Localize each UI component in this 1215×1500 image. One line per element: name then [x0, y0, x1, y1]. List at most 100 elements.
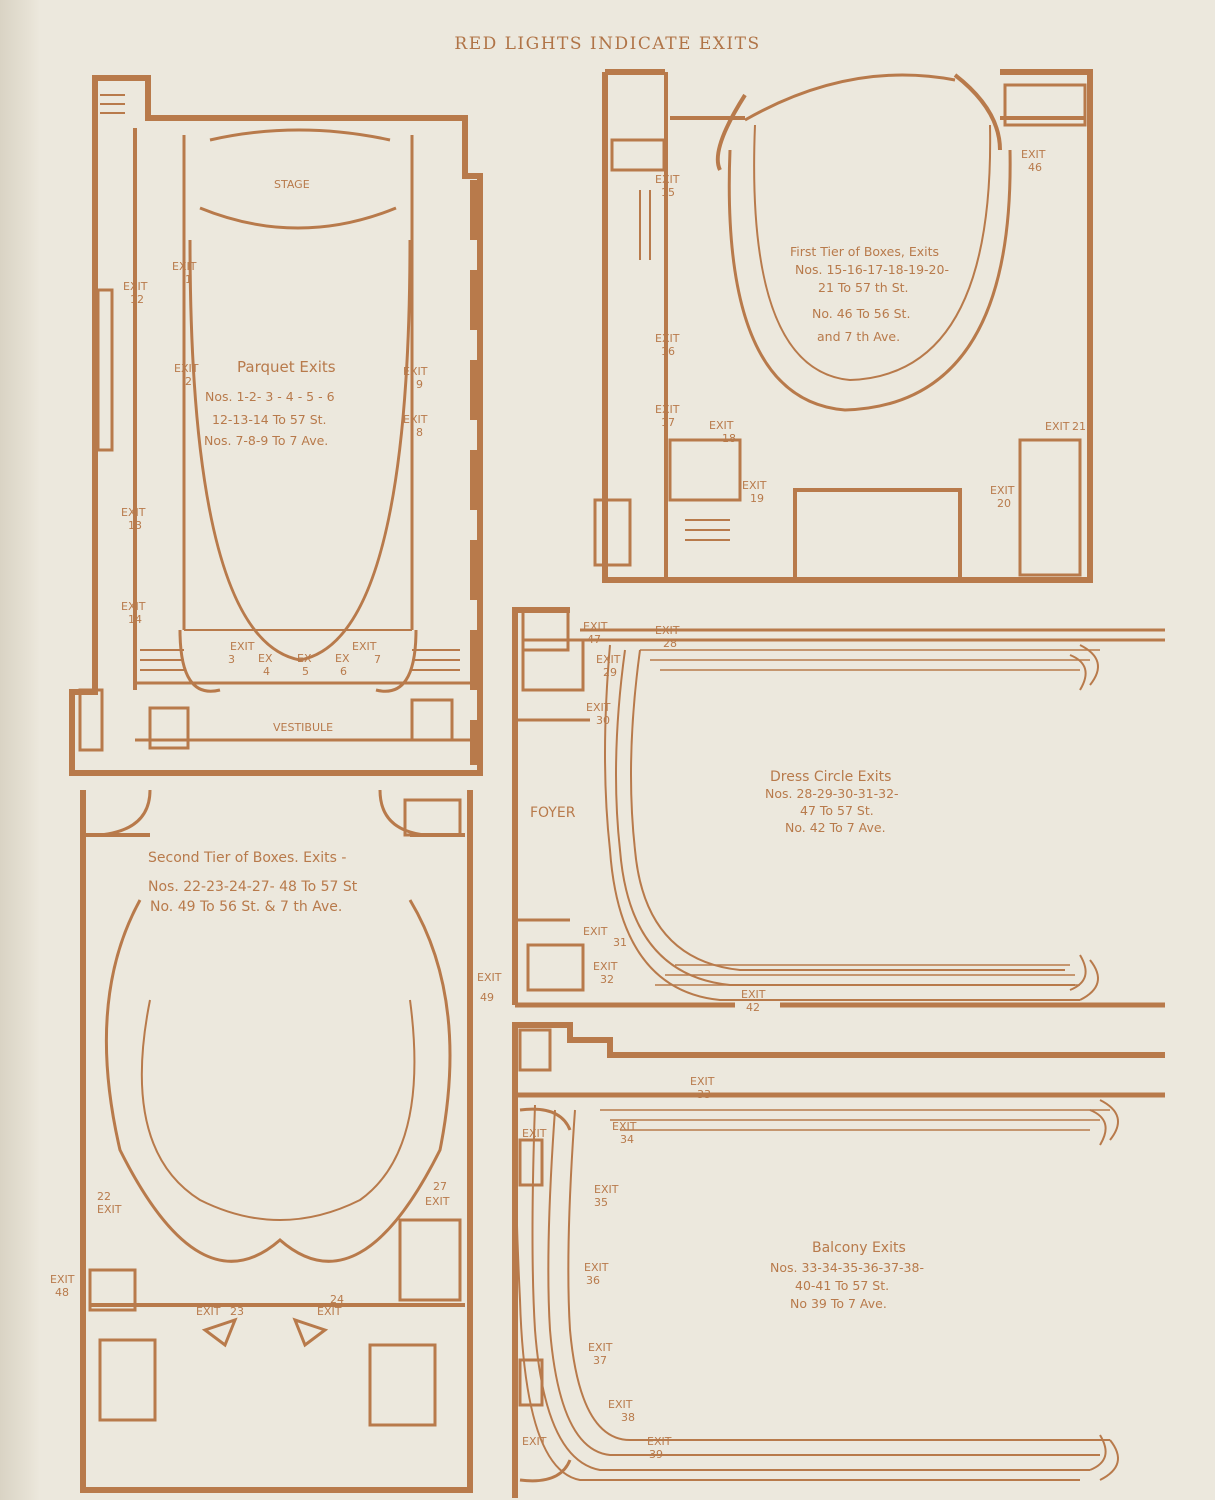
exit-number: 20: [997, 497, 1011, 510]
exit-number: 18: [722, 432, 736, 445]
exit-word: EXIT: [97, 1203, 122, 1216]
exit-number: 38: [621, 1411, 635, 1424]
exit-number: 19: [750, 492, 764, 505]
page-header: RED LIGHTS INDICATE EXITS: [454, 34, 761, 54]
first-tier-plan: [593, 69, 1093, 583]
exit-word: EXIT: [655, 332, 680, 345]
balcony-title: Balcony Exits: [812, 1240, 906, 1256]
exit-word: EXIT: [655, 624, 680, 637]
exit-number: 13: [128, 519, 142, 532]
exit-number: 29: [603, 666, 617, 679]
exit-number: 23: [230, 1305, 244, 1318]
balcony-line-3: No 39 To 7 Ave.: [790, 1296, 887, 1311]
exit-word: EXIT: [1021, 148, 1046, 161]
exit-word: EXIT: [477, 971, 502, 984]
exit-number: 3: [228, 653, 235, 666]
exit-word: EXIT: [655, 403, 680, 416]
exit-number: 12: [130, 293, 144, 306]
exit-number: 21: [1072, 420, 1086, 433]
exit-number: 17: [661, 416, 675, 429]
first-tier-line-3: No. 46 To 56 St.: [812, 306, 910, 321]
exit-word: EXIT: [121, 600, 146, 613]
exit-number: 9: [416, 378, 423, 391]
exit-word: EXIT: [583, 620, 608, 633]
exit-word: EXIT: [690, 1075, 715, 1088]
exit-number: 14: [128, 613, 142, 626]
exit-number: 8: [416, 426, 423, 439]
exit-number: 28: [663, 637, 677, 650]
dress-circle-plan: [512, 607, 1165, 1008]
vestibule-label: VESTIBULE: [273, 721, 333, 734]
exit-word: EXIT: [522, 1435, 547, 1448]
exit-word: EXIT: [588, 1341, 613, 1354]
exit-word: EXIT: [196, 1305, 221, 1318]
exit-number: 31: [613, 936, 627, 949]
exit-word: EXIT: [990, 484, 1015, 497]
balcony-line-2: 40-41 To 57 St.: [795, 1278, 889, 1293]
exit-word: EXIT: [317, 1305, 342, 1318]
exit-number: 37: [593, 1354, 607, 1367]
exit-number: 22: [97, 1190, 111, 1203]
exit-number: 7: [374, 653, 381, 666]
exit-number: 47: [587, 633, 601, 646]
first-tier-line-1: Nos. 15-16-17-18-19-20-: [795, 262, 949, 277]
exit-word: EXIT: [583, 925, 608, 938]
exit-number: 16: [661, 345, 675, 358]
exit-word: EXIT: [709, 419, 734, 432]
exit-number: 36: [586, 1274, 600, 1287]
exit-number: 6: [340, 665, 347, 678]
dress-circle-line-2: 47 To 57 St.: [800, 803, 874, 818]
exit-number: 49: [480, 991, 494, 1004]
exit-labels: EXIT 1 EXIT 2 EXIT 9 EXIT 8 EXIT 12 EXIT…: [50, 148, 1086, 1461]
exit-word: EXIT: [608, 1398, 633, 1411]
foyer-label: FOYER: [530, 805, 576, 821]
parquet-line-3: Nos. 7-8-9 To 7 Ave.: [204, 433, 328, 448]
first-tier-line-2: 21 To 57 th St.: [818, 280, 909, 295]
exit-word: EXIT: [586, 701, 611, 714]
exit-number: 2: [185, 375, 192, 388]
exit-number: 35: [594, 1196, 608, 1209]
exit-word: EXIT: [174, 362, 199, 375]
second-tier-line-2: No. 49 To 56 St. & 7 th Ave.: [150, 899, 342, 915]
exit-word: EXIT: [593, 960, 618, 973]
exit-word: EXIT: [584, 1261, 609, 1274]
exit-word: EXIT: [172, 260, 197, 273]
second-tier-title: Second Tier of Boxes. Exits -: [148, 850, 346, 866]
exit-word: EXIT: [741, 988, 766, 1001]
binding-gutter: [0, 0, 40, 1500]
exit-number: 48: [55, 1286, 69, 1299]
exit-number: 4: [263, 665, 270, 678]
dress-circle-line-3: No. 42 To 7 Ave.: [785, 820, 886, 835]
exit-number: 46: [1028, 161, 1042, 174]
exit-word: EXIT: [655, 173, 680, 186]
exit-word: EXIT: [230, 640, 255, 653]
exit-abbrev: EX: [258, 652, 273, 665]
balcony-line-1: Nos. 33-34-35-36-37-38-: [770, 1260, 924, 1275]
parquet-title: Parquet Exits: [237, 358, 336, 376]
balcony-plan: [512, 1022, 1165, 1498]
parquet-line-2: 12-13-14 To 57 St.: [212, 412, 327, 427]
parquet-plan: [69, 75, 483, 776]
exit-word: EXIT: [50, 1273, 75, 1286]
exit-number: 42: [746, 1001, 760, 1014]
exit-number: 32: [600, 973, 614, 986]
dress-circle-line-1: Nos. 28-29-30-31-32-: [765, 786, 899, 801]
exit-word: EXIT: [522, 1127, 547, 1140]
exit-number: 27: [433, 1180, 447, 1193]
exit-word: EXIT: [612, 1120, 637, 1133]
second-tier-plan: [80, 789, 473, 1493]
exit-word: EXIT: [123, 280, 148, 293]
exit-abbrev: EX: [297, 652, 312, 665]
exit-word: EXIT: [121, 506, 146, 519]
exit-number: 33: [697, 1088, 711, 1101]
exit-number: 24: [330, 1293, 344, 1306]
first-tier-line-4: and 7 th Ave.: [817, 329, 900, 344]
exit-word: EXIT: [425, 1195, 450, 1208]
exit-word: EXIT: [594, 1183, 619, 1196]
exit-number: 39: [649, 1448, 663, 1461]
exit-word: EXIT: [1045, 420, 1070, 433]
exit-number: 1: [185, 273, 192, 286]
exit-word: EXIT: [352, 640, 377, 653]
exit-number: 30: [596, 714, 610, 727]
